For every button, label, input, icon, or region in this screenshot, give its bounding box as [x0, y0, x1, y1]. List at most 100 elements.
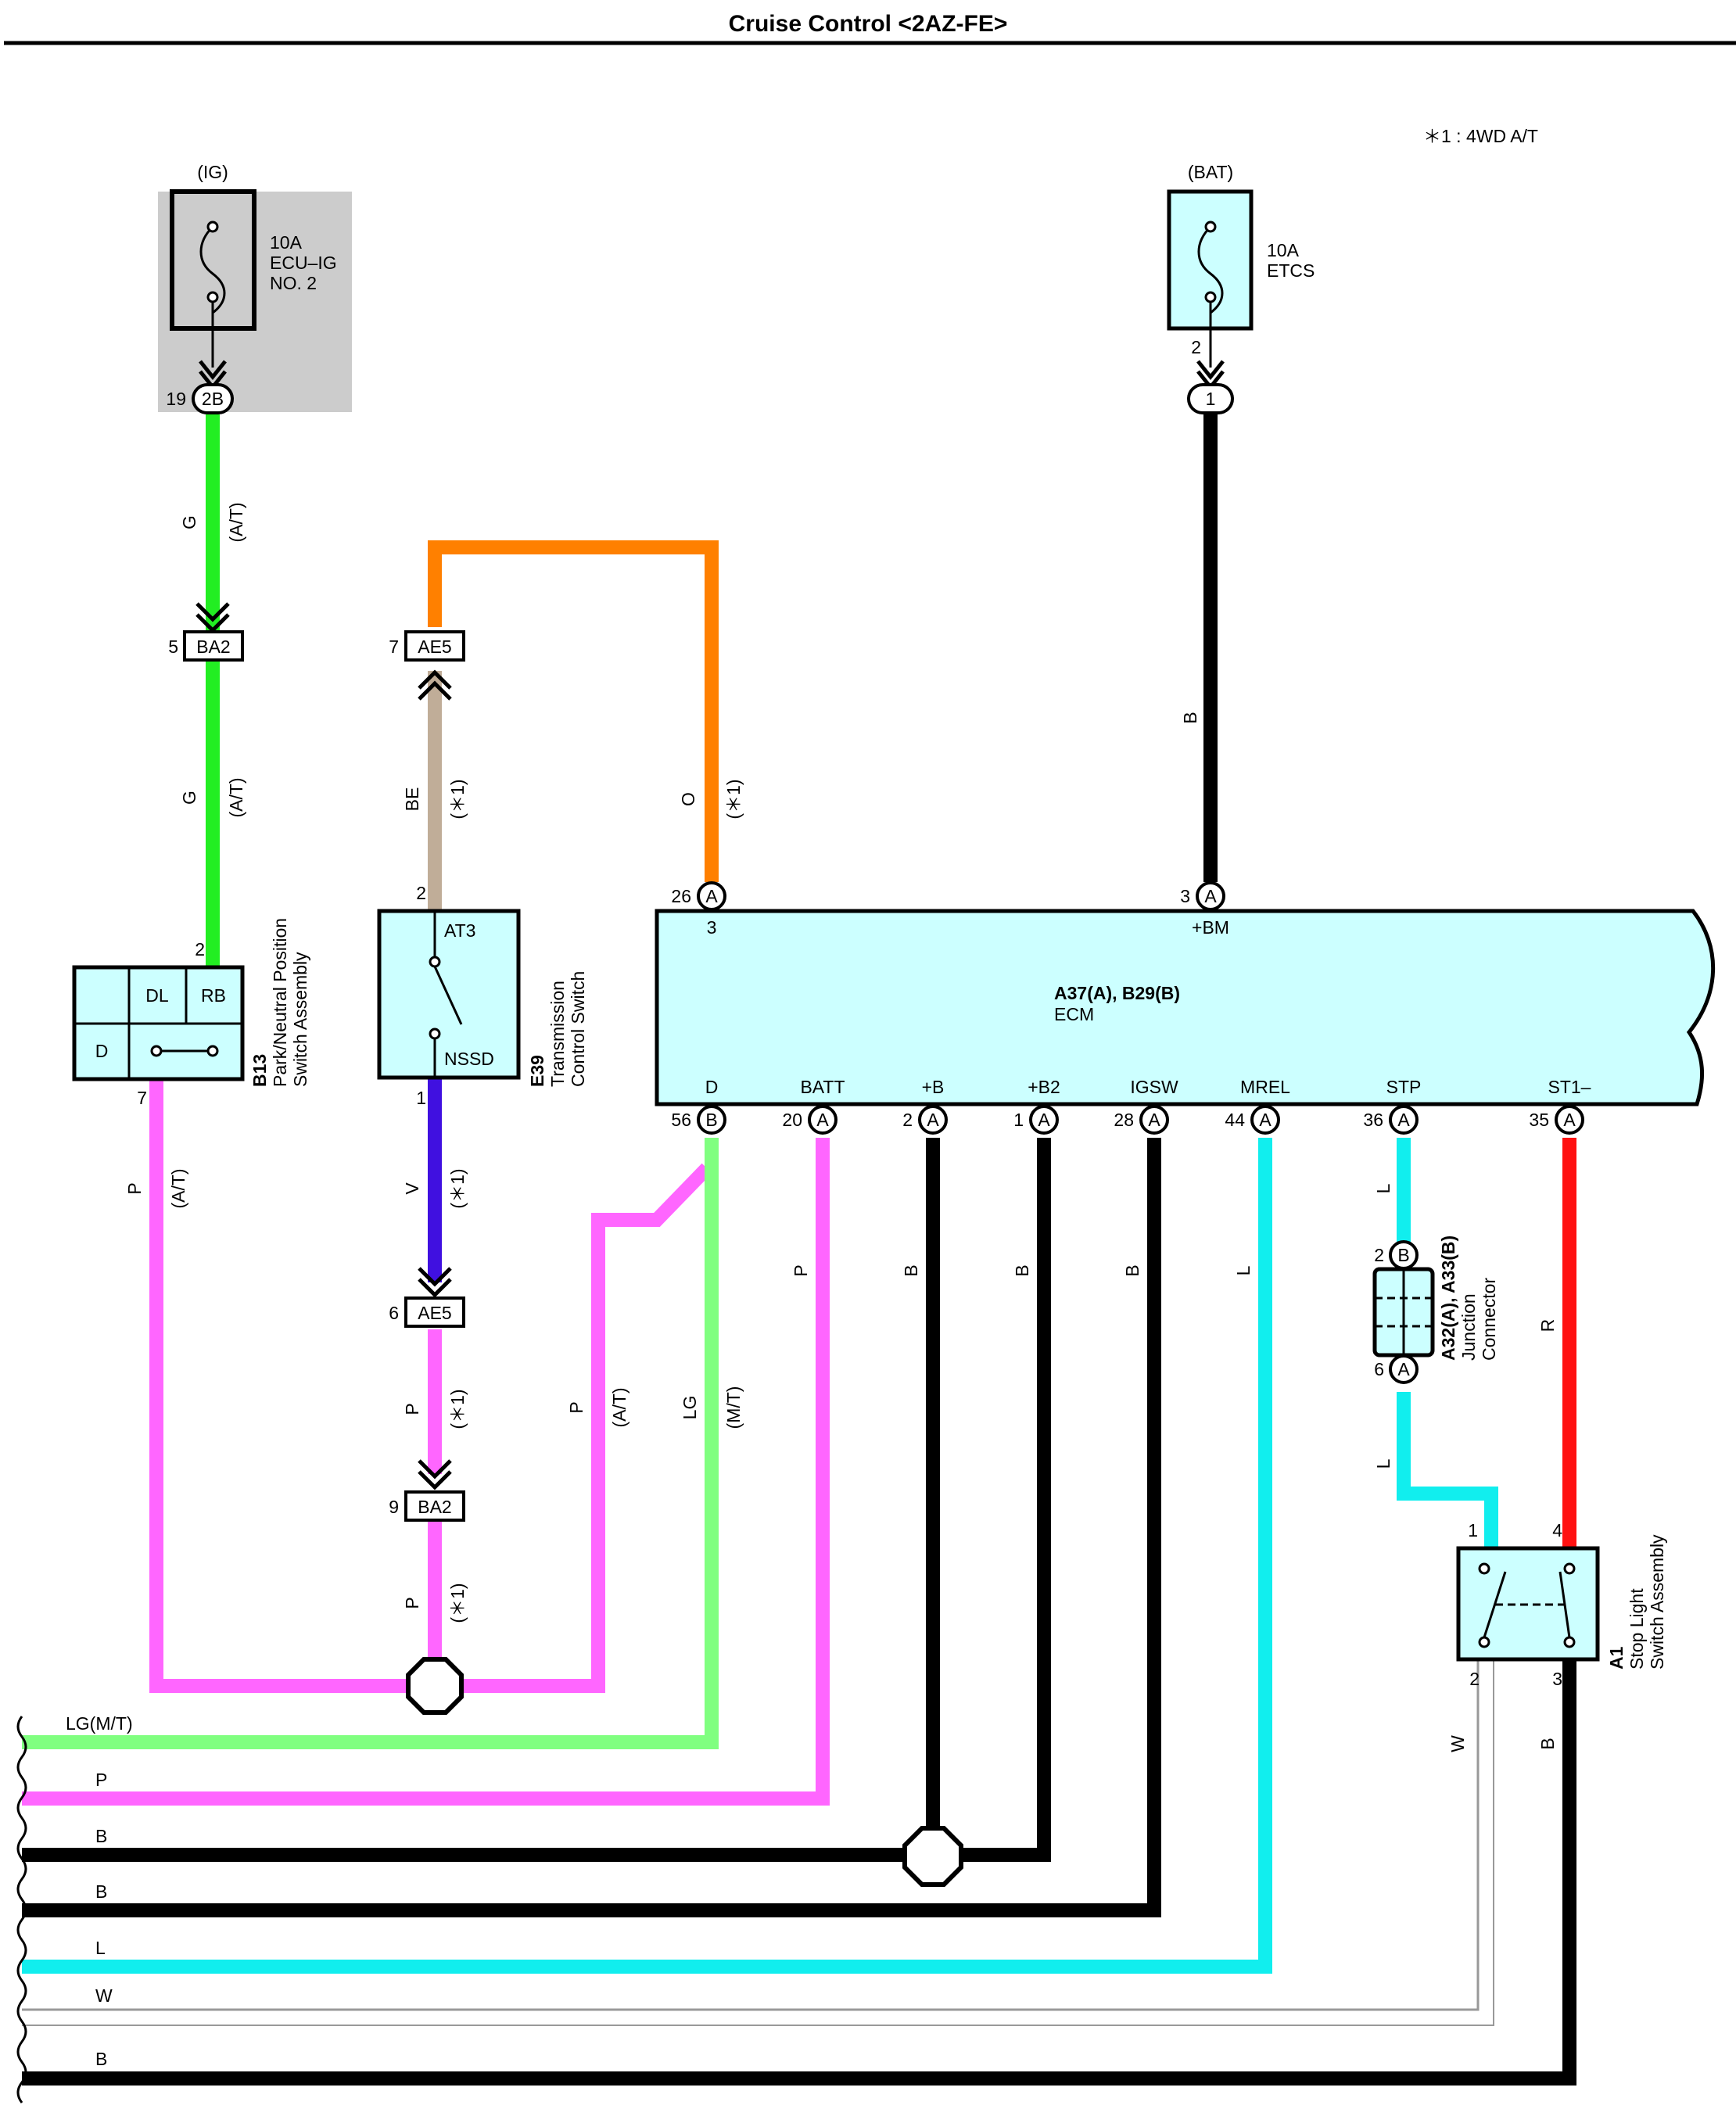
a1-pin3: 3: [1552, 1669, 1562, 1689]
fuse-element-icon: [199, 225, 226, 314]
wire-color-code: B: [1122, 1264, 1142, 1276]
ecm-bottom-pin-num: 35: [1529, 1110, 1549, 1130]
ecm-name: ECM: [1054, 1004, 1094, 1024]
wire-variant: (M/T): [723, 1386, 744, 1429]
wire-p-at: [461, 1163, 712, 1693]
wire-color-code: P: [566, 1401, 586, 1413]
wire-l-mrel: [22, 1138, 1272, 1974]
wire-color-code: G: [179, 791, 199, 805]
wire-color-code: LG: [680, 1396, 700, 1420]
wire-color-label: B: [1180, 712, 1200, 723]
ecm-bottom-pin-label: +B: [922, 1077, 945, 1097]
wire-variant-label: (＊1): [447, 1583, 468, 1623]
ecm-top-pin-conn: A: [705, 886, 718, 906]
ig-fuse-name: ECU–IG: [270, 253, 337, 273]
ig-fuse-rating: 10A: [270, 232, 303, 253]
connector-ba2-upper: [183, 630, 244, 662]
e39-name: Transmission: [547, 981, 568, 1087]
continuation-label: B: [95, 2049, 107, 2069]
ecm-bottom-pin-num: 1: [1013, 1110, 1024, 1130]
wire-color-code: L: [1233, 1265, 1254, 1275]
b13-name: Park/Neutral Position: [270, 918, 290, 1087]
a1-code: A1: [1606, 1646, 1627, 1669]
wire-color-label: P: [566, 1401, 586, 1413]
a1-name2: Switch Assembly: [1647, 1534, 1667, 1669]
wire-color-label: V: [402, 1182, 422, 1195]
switch-contact-icon: [1478, 1636, 1490, 1648]
wire-variant: (＊1): [447, 1583, 468, 1623]
connector-ba2-lower-pin: 9: [389, 1497, 399, 1517]
wire-variant-label: (＊1): [447, 1389, 468, 1429]
jc-name2: Connector: [1479, 1278, 1499, 1361]
jc-pin-bottom-conn: A: [1397, 1359, 1410, 1379]
connector-ba2-upper-label: BA2: [196, 637, 230, 657]
wire-variant: (A/T): [226, 502, 246, 542]
ecm-bottom-pin-conn: B: [705, 1110, 717, 1130]
ecm-pin-connector: [808, 1105, 838, 1135]
wire-color-code: P: [402, 1403, 422, 1415]
connector-arrow-icon: [418, 1267, 452, 1298]
wire-color-label: P: [124, 1182, 145, 1194]
e39-pin-top: 2: [416, 883, 426, 903]
ecm-top-pin-conn: A: [1204, 886, 1217, 906]
wire-color-label: R: [1537, 1319, 1558, 1332]
continuation-label: LG(M/T): [66, 1713, 133, 1734]
wire-color-label: P: [402, 1597, 422, 1609]
ecm-top-pin-num: 3: [1180, 886, 1190, 906]
ecm-pin-connector: [1555, 1105, 1584, 1135]
wire-color-code: B: [1180, 712, 1200, 723]
fuse-terminal-icon: [206, 291, 219, 303]
bat-supply-label: (BAT): [1188, 162, 1233, 182]
wire-color-code: L: [1373, 1458, 1393, 1469]
ecm-bottom-pin-conn: A: [816, 1110, 829, 1130]
ecm-pin-connector: [1250, 1105, 1280, 1135]
switch-contact-icon: [429, 1028, 441, 1040]
e39-transmission-control-switch: [377, 909, 521, 1080]
ecm-pin-connector: [1196, 881, 1225, 911]
switch-contact-icon: [206, 1045, 219, 1057]
b13-name2: Switch Assembly: [290, 952, 310, 1087]
wire-color-code: P: [124, 1182, 145, 1194]
ecm-pin-connector: [1389, 1105, 1419, 1135]
wire-variant-label: (＊1): [447, 779, 468, 819]
wire-color-code: BE: [402, 787, 422, 812]
jc-pin-bottom: [1389, 1354, 1419, 1384]
a1-pin1: 1: [1468, 1520, 1478, 1540]
ecm-pin-connector: [697, 881, 726, 911]
ecm-body: [655, 909, 1716, 1106]
wire-color-label: G: [179, 515, 199, 529]
ecm-bottom-pin-label: STP: [1386, 1077, 1422, 1097]
wire-variant-label: (A/T): [168, 1168, 188, 1208]
wire-color-code: V: [402, 1182, 422, 1195]
switch-contact-icon: [429, 956, 441, 968]
ecm-bottom-pin-label: ST1–: [1548, 1077, 1591, 1097]
jc-code: A32(A), A33(B): [1438, 1236, 1458, 1361]
connector-arrow-icon: [418, 1459, 452, 1490]
jc-pin-top-num: 2: [1374, 1245, 1384, 1265]
wire-variant-label: (A/T): [226, 502, 246, 542]
continuation-label: P: [95, 1770, 107, 1790]
wire-color-label: LG: [680, 1396, 700, 1420]
ig-fuse-name2: NO. 2: [270, 273, 317, 293]
bat-fuse-name: ETCS: [1267, 260, 1315, 281]
e39-name2: Control Switch: [568, 971, 588, 1087]
switch-contact-icon: [1563, 1636, 1576, 1648]
e39-pin-bottom: 1: [416, 1088, 426, 1108]
continuation-label: B: [95, 1881, 107, 1902]
footnote: ＊1 : 4WD A/T: [1423, 126, 1538, 146]
connector-1-label: 1: [1206, 389, 1216, 409]
continuation-label: W: [95, 1985, 113, 2006]
connector-ae5-upper-label: AE5: [418, 637, 451, 657]
connector-2b: [192, 383, 234, 414]
connector-ae5-upper: [404, 630, 465, 662]
connector-ae5-lower-pin: 6: [389, 1303, 399, 1323]
b13-terminal-dl: DL: [145, 985, 169, 1006]
wire-variant-label: (A/T): [609, 1387, 629, 1427]
ecm-bottom-pin-conn: A: [1397, 1110, 1410, 1130]
wire-color-label: B: [1122, 1264, 1142, 1276]
ecm-bottom-pin-label: +B2: [1028, 1077, 1060, 1097]
wire-color-code: B: [901, 1264, 921, 1276]
ecm-bottom-pin-conn: A: [1148, 1110, 1160, 1130]
